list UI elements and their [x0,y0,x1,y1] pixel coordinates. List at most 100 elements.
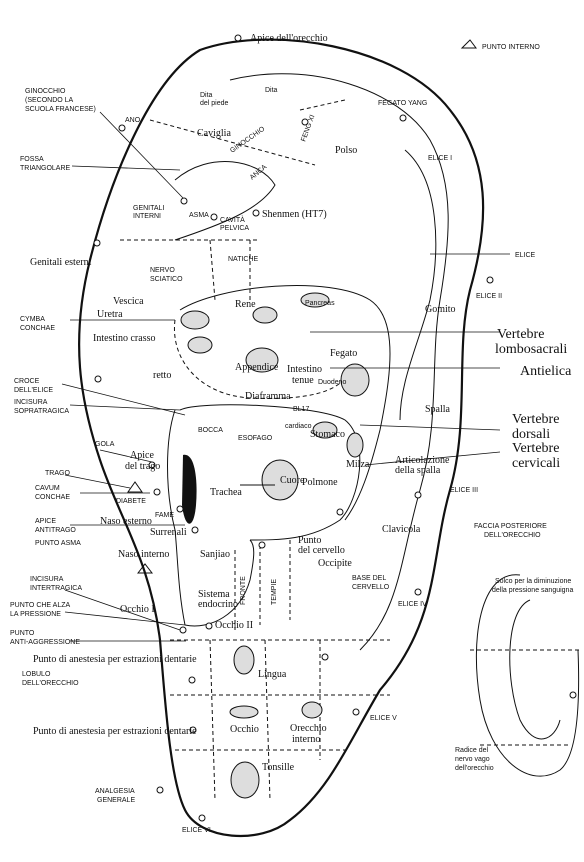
label-appendice: Appendice [235,362,279,373]
point-anestesia-1[interactable] [321,653,329,661]
label-orecchio-interno-1: interno [292,734,320,745]
label-vert-lombo-0: Vertebre [497,327,544,342]
label-vert-dorsali-1: dorsali [512,427,550,442]
point-feng[interactable] [301,118,309,126]
label-ginocchio-0: GINOCCHIO [25,88,66,95]
label-elice-vi: ELICE VI [182,827,211,834]
label-apice-trago-0: Apice [130,450,154,461]
label-elice-v: ELICE V [370,715,397,722]
label-fossa-0: FOSSA [20,156,44,163]
label-diaframma: Diaframma [245,391,291,402]
label-rene: Rene [235,299,256,310]
label-punto-alza-0: PUNTO CHE ALZA [10,602,70,609]
liver-illustration [340,363,370,397]
label-occhio-ii: Occhio II [215,620,253,631]
point-asma[interactable] [210,213,218,221]
label-punto-interno: PUNTO INTERNO [482,44,540,51]
point-diabete[interactable] [153,488,161,496]
label-surrenali: Surrenali [150,527,187,538]
heart-illustration [261,459,299,501]
label-trago: TRAGO [45,470,70,477]
label-caviglia: Caviglia [197,128,231,139]
label-vert-lombo-1: lombosacrali [495,342,567,357]
label-ginocchio-2: SCUOLA FRANCESE) [25,106,96,113]
label-milza: Milza [346,459,370,470]
label-cavum-1: CONCHAE [35,494,70,501]
label-orecchio-interno-0: Orecchio [290,723,327,734]
label-artic-1: della spalla [395,465,441,476]
label-cervello-1: del cervello [298,545,345,556]
label-fronte: FRONTE [240,576,247,605]
point-ano[interactable] [118,124,126,132]
point-ginocchio[interactable] [180,197,188,205]
label-sistema-1: endocrino [198,599,238,610]
antitragus [184,539,255,627]
label-solco-1: della pressione sanguigna [492,587,573,594]
label-cymba-0: CYMBA [20,316,45,323]
label-anestesia-1: Punto di anestesia per estrazioni dentar… [33,654,197,665]
point-shenmen[interactable] [252,209,260,217]
label-lobulo-1: DELL'ORECCHIO [22,680,79,687]
point-occhio-ii[interactable] [205,622,213,630]
point-occhio-i[interactable] [179,626,187,634]
label-croce-0: CROCE [14,378,40,385]
point-elice-iv[interactable] [414,588,422,596]
point-cervello[interactable] [336,508,344,516]
label-vescica: Vescica [113,296,144,307]
label-nervo-0: NERVO [150,267,175,274]
label-ano: ANO [125,117,141,124]
label-solco-0: Solco per la diminuzione [495,578,571,585]
point-anestesia-2[interactable] [189,726,197,734]
label-incisura-sopra-0: INCISURA [14,399,48,406]
label-apice-trago-1: del trago [125,461,160,472]
triangular-fossa [174,161,276,241]
inner-helix [229,73,449,651]
point-fame[interactable] [176,505,184,513]
label-elice-iv: ELICE IV [398,601,427,608]
point-fegato-yang[interactable] [399,114,407,122]
point-analgesia[interactable] [156,786,164,794]
point-sanjiao[interactable] [258,541,266,549]
label-anestesia-2: Punto di anestesia per estrazioni dentar… [33,726,197,737]
label-elice: ELICE [515,252,536,259]
label-intestino-tenue-1: tenue [292,375,314,386]
label-punto-alza-1: LA PRESSIONE [10,611,61,618]
point-elice-v[interactable] [352,708,360,716]
label-retto: retto [153,370,171,381]
colon-illustration [187,336,213,354]
label-uretra: Uretra [97,309,123,320]
label-clavicola: Clavicola [382,524,421,535]
label-pancreas: Pancreas [305,300,335,307]
label-polso: Polso [335,145,357,156]
label-vert-cervicali-0: Vertebre [512,441,559,456]
label-occhio: Occhio [230,724,259,735]
label-cuore: Cuore [280,475,305,486]
point-elice-vi[interactable] [198,814,206,822]
label-naso-esterno: Naso esterno [100,516,152,527]
label-apice-antitrago-1: ANTITRAGO [35,527,76,534]
point-spalla[interactable] [414,491,422,499]
label-incisura-inter-0: INCISURA [30,576,64,583]
lobule-grid-v2 [264,639,271,801]
posterior-ear [475,574,580,777]
point-elice-ii[interactable] [486,276,494,284]
label-vert-cervicali-1: cervicali [512,456,560,471]
bladder-illustration [180,310,210,330]
label-tempie: TEMPIE [271,579,278,605]
point-posterior[interactable] [569,691,577,699]
label-punto-anti-1: ANTI-AGGRESSIONE [10,639,80,646]
label-punto-asma: PUNTO ASMA [35,540,81,547]
label-cervello-0: Punto [298,535,321,546]
point-surrenali[interactable] [191,526,199,534]
label-diabete: DIABETE [116,498,146,505]
point-genitali[interactable] [93,239,101,247]
label-faccia-1: DELL'ORECCHIO [484,532,541,539]
ear-illustration [301,701,323,719]
point-retto[interactable] [94,375,102,383]
tongue-illustration [233,645,255,675]
point-apex[interactable] [234,34,242,42]
label-shenmen: Shenmen (HT7) [262,209,327,220]
point-lobulo[interactable] [188,676,196,684]
label-fame: FAME [155,512,174,519]
